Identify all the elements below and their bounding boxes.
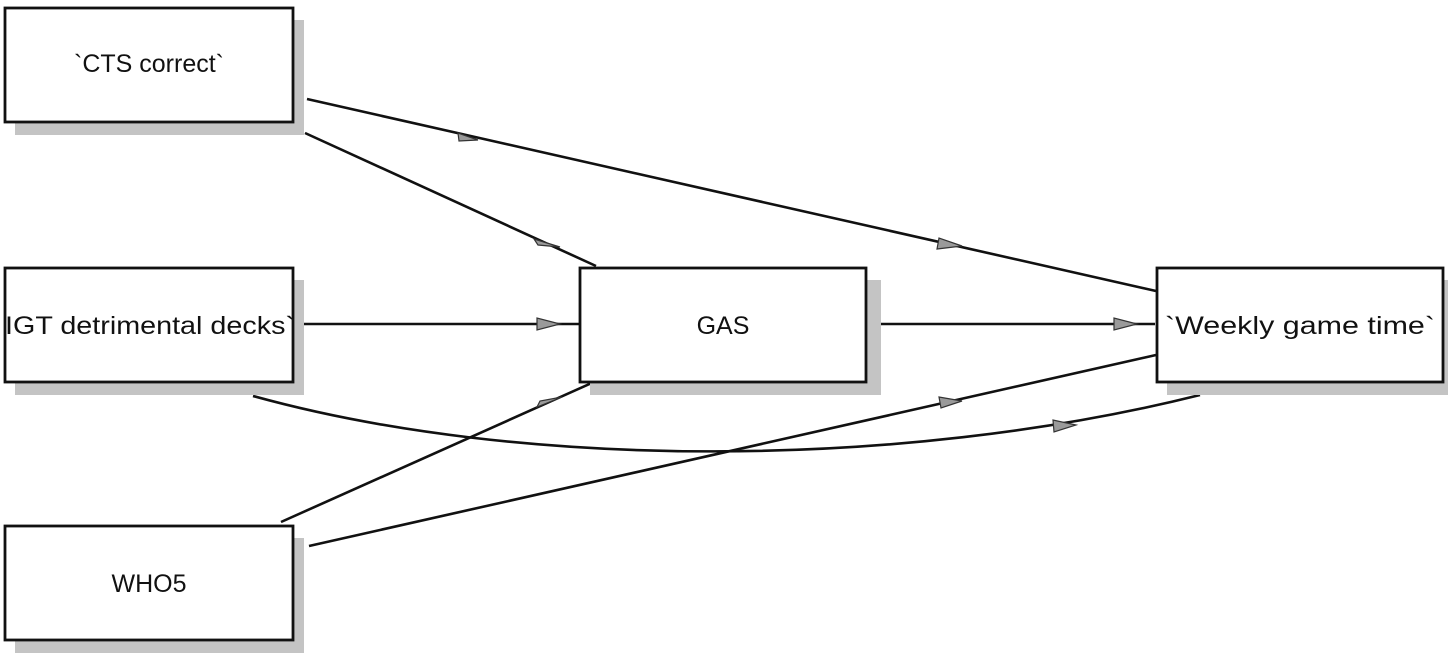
- arrowhead-igt-weekly: [1052, 419, 1079, 433]
- node-label-cts-correct: `CTS correct`: [74, 50, 224, 78]
- arrowhead-cts-weekly: [936, 237, 963, 250]
- node-igt-detrimental-decks: IGT detrimental decks`: [3, 266, 304, 395]
- node-box: [3, 266, 295, 384]
- node-gas: GAS: [578, 266, 881, 395]
- arrowhead-who5-gas: [535, 396, 563, 409]
- node-label-weekly-game-time: `Weekly game time`: [1165, 312, 1435, 340]
- node-box: [3, 6, 295, 124]
- edge-cts-to-weekly: [306, 97, 1157, 293]
- edges: [252, 97, 1201, 548]
- node-cts-correct: `CTS correct`: [3, 6, 304, 135]
- node-who5: WHO5: [3, 524, 304, 653]
- node-box: [578, 266, 868, 384]
- node-label-gas: GAS: [697, 312, 750, 340]
- node-box: [1155, 266, 1445, 384]
- node-weekly-game-time: `Weekly game time`: [1155, 266, 1448, 395]
- arrowheads: [457, 132, 1140, 433]
- arrowhead-cts-gas: [532, 237, 561, 248]
- node-label-who5: WHO5: [112, 570, 187, 598]
- node-label-igt-detrimental-decks: IGT detrimental decks`: [5, 312, 295, 340]
- arrowhead-gas-weekly: [1113, 317, 1140, 331]
- arrowhead-cts-backflow: [457, 132, 479, 142]
- arrowhead-who5-weekly: [938, 396, 963, 409]
- node-box: [3, 524, 295, 642]
- arrowhead-igt-gas: [536, 317, 563, 331]
